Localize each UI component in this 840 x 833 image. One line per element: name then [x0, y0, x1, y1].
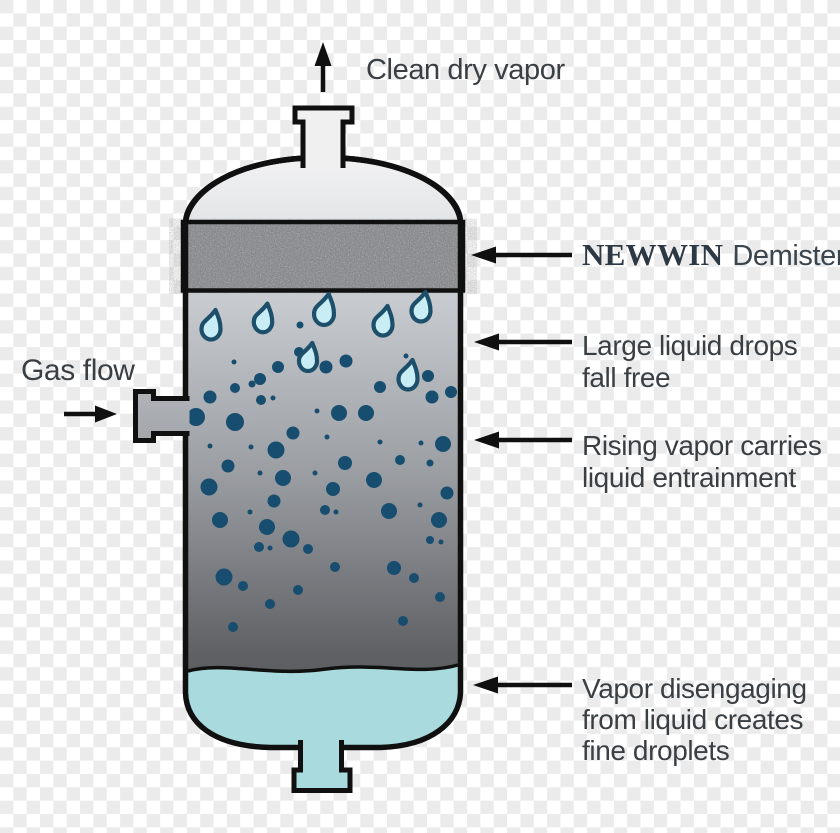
demister-product-word: Demister: [732, 240, 840, 272]
label-rising-vapor: Rising vapor carries liquid entrainment: [582, 430, 822, 493]
entrained-liquid-dot: [247, 509, 253, 515]
entrained-liquid-dot: [435, 436, 451, 452]
entrained-liquid-dot: [338, 456, 352, 470]
entrained-liquid-dot: [257, 470, 263, 476]
entrained-liquid-dot: [231, 359, 237, 365]
label-vapor-disengaging: Vapor disengaging from liquid creates fi…: [582, 673, 807, 766]
entrained-liquid-dot: [228, 622, 238, 632]
falling-droplets-layer: [199, 289, 433, 392]
entrained-liquid-dot: [431, 512, 447, 528]
entrained-liquid-dot: [230, 383, 240, 393]
entrained-liquid-dot: [319, 360, 333, 374]
entrained-liquid-dot: [426, 536, 434, 544]
entrained-liquid-dot: [387, 561, 401, 575]
falling-droplet: [396, 357, 420, 392]
entrained-liquid-dot: [293, 585, 303, 595]
entrained-liquid-dot: [417, 502, 423, 508]
entrained-liquid-dot: [267, 545, 273, 551]
entrained-liquid-dot: [333, 509, 339, 515]
entrainment-dots-layer: [187, 321, 457, 632]
liquid-drain-nozzle: [291, 740, 353, 793]
liquid-surface-line: [187, 663, 459, 674]
entrained-liquid-dot: [445, 386, 457, 398]
entrained-liquid-dot: [259, 519, 275, 535]
arrow-vapor-disengaging: [473, 676, 572, 694]
entrained-liquid-dot: [254, 373, 266, 385]
entrained-liquid-dot: [270, 395, 276, 401]
entrained-liquid-dot: [286, 426, 300, 440]
entrained-liquid-dot: [435, 592, 445, 602]
vapor-outlet-nozzle: [292, 105, 355, 168]
entrained-liquid-dot: [272, 361, 284, 373]
entrained-liquid-dot: [303, 544, 313, 554]
demister-pad: [180, 219, 466, 293]
falling-droplet: [296, 340, 320, 374]
vessel-top-head: [182, 154, 464, 228]
entrained-liquid-dot: [212, 512, 228, 528]
demister-brand-name: NEWWIN: [582, 237, 724, 272]
entrained-liquid-dot: [326, 482, 340, 496]
entrained-liquid-dot: [200, 478, 218, 496]
entrained-liquid-dot: [312, 470, 318, 476]
entrained-liquid-dot: [426, 459, 434, 467]
entrained-liquid-dot: [418, 440, 424, 446]
entrained-liquid-dot: [425, 390, 439, 404]
entrained-liquid-dot: [203, 390, 217, 404]
liquid-pool: [188, 665, 458, 745]
entrained-liquid-dot: [330, 562, 340, 572]
entrained-liquid-dot: [238, 581, 248, 591]
gas-inlet-nozzle: [133, 389, 190, 443]
label-large-liquid-drops: Large liquid drops fall free: [582, 330, 798, 393]
entrained-liquid-dot: [226, 413, 244, 431]
falling-droplet: [199, 307, 223, 342]
entrained-liquid-dot: [377, 439, 383, 445]
entrained-liquid-dot: [282, 530, 300, 548]
entrained-liquid-dot: [296, 321, 304, 329]
entrained-liquid-dot: [254, 542, 264, 552]
vessel-outline: [182, 154, 464, 751]
entrained-liquid-dot: [275, 470, 291, 486]
arrow-gas-flow: [64, 405, 117, 423]
entrained-liquid-dot: [358, 405, 374, 421]
entrained-liquid-dot: [265, 599, 275, 609]
entrained-liquid-dot: [381, 503, 397, 519]
entrained-liquid-dot: [398, 616, 408, 626]
vessel-body: [185, 157, 461, 748]
entrained-liquid-dot: [403, 353, 409, 359]
entrained-liquid-dot: [215, 568, 233, 586]
entrained-liquid-dot: [422, 370, 434, 382]
entrained-liquid-dot: [331, 405, 347, 421]
entrained-liquid-dot: [314, 408, 320, 414]
arrow-large-drops: [474, 333, 572, 351]
entrained-liquid-dot: [438, 539, 444, 545]
arrow-rising-vapor: [474, 431, 572, 449]
entrained-liquid-dot: [339, 354, 353, 368]
label-clean-dry-vapor: Clean dry vapor: [366, 54, 565, 86]
label-gas-flow: Gas flow: [21, 354, 135, 387]
entrained-liquid-dot: [267, 441, 285, 459]
falling-droplet: [409, 289, 433, 324]
entrained-liquid-dot: [187, 408, 205, 426]
arrow-clean-dry-vapor: [314, 42, 332, 92]
entrained-liquid-dot: [440, 486, 454, 500]
entrained-liquid-dot: [267, 494, 281, 508]
entrained-liquid-dot: [395, 455, 405, 465]
falling-droplet: [251, 301, 275, 335]
entrained-liquid-dot: [366, 472, 382, 488]
entrained-liquid-dot: [248, 444, 254, 450]
falling-droplet: [311, 291, 337, 328]
arrow-demister: [471, 246, 572, 264]
entrained-liquid-dot: [207, 443, 213, 449]
falling-droplet: [371, 303, 395, 338]
entrained-liquid-dot: [324, 434, 330, 440]
entrained-liquid-dot: [374, 381, 386, 393]
entrained-liquid-dot: [409, 573, 419, 583]
entrained-liquid-dot: [320, 505, 330, 515]
entrained-liquid-dot: [248, 380, 256, 388]
entrained-liquid-dot: [221, 459, 235, 473]
entrained-liquid-dot: [256, 395, 266, 405]
